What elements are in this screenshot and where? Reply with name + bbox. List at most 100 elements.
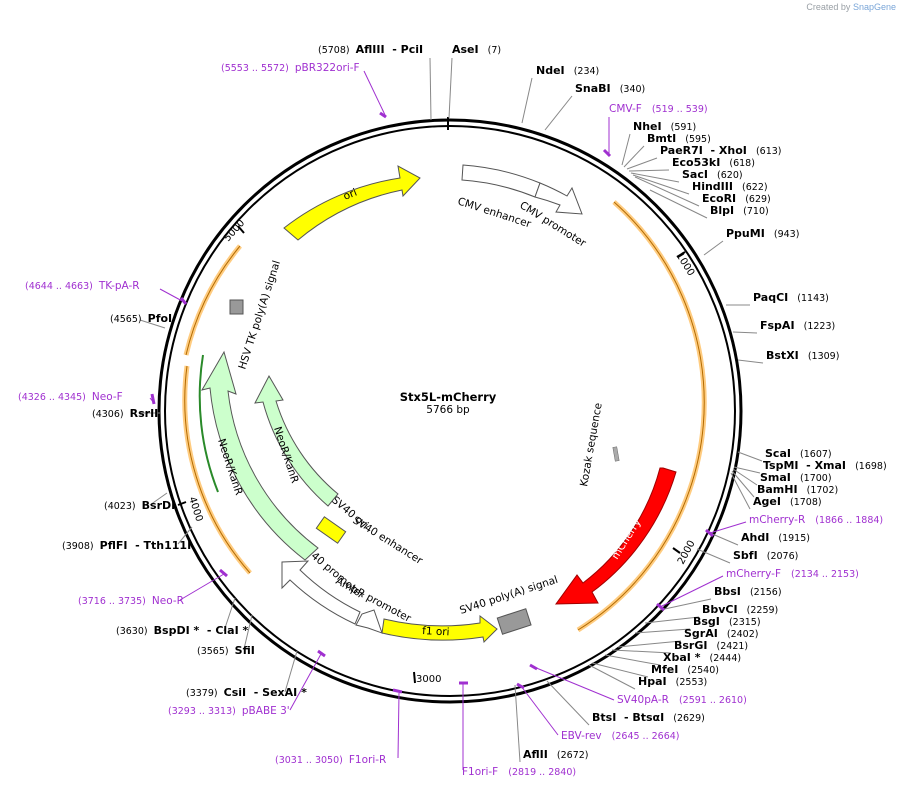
primer-line-ebv-rev [520, 685, 559, 736]
ori-arrow [283, 165, 421, 241]
site-label-ppumi[interactable]: PpuMI (943) [726, 227, 799, 240]
primer-line-neo-r [179, 573, 225, 601]
site-label-sgrai[interactable]: SgrAI (2402) [684, 627, 758, 640]
leader-line-bsgi [634, 628, 691, 634]
primer-line-f1ori-r [397, 692, 400, 759]
kozak-label: Kozak sequence [578, 402, 605, 488]
site-label-ndei[interactable]: NdeI (234) [536, 64, 599, 77]
site-label-bamhi[interactable]: BamHI (1702) [757, 483, 838, 496]
leader-line-scai [737, 451, 763, 462]
site-label-tspmi-xmai[interactable]: TspMI - XmaI (1698) [763, 459, 887, 472]
primer-mark-sv40pa-r [529, 663, 538, 671]
site-label-pfoi[interactable]: (4565) PfoI [110, 312, 172, 325]
neor-outer-arrow [200, 350, 319, 561]
site-label-bsgi[interactable]: BsgI (2315) [693, 615, 761, 628]
site-label-bsrdi[interactable]: (4023) BsrDI [104, 499, 175, 512]
leader-line-sfii [243, 614, 253, 650]
leader-line-bbvci [644, 616, 700, 624]
site-label-ahdi[interactable]: AhdI (1915) [741, 531, 810, 544]
leader-line-asei [448, 57, 453, 119]
primer-label-cmv-f[interactable]: CMV-F (519 .. 539) [609, 103, 708, 115]
tick-2000: 2000 [672, 539, 698, 566]
leader-line-hindiii [632, 174, 690, 195]
site-label-mfei[interactable]: MfeI (2540) [651, 663, 719, 676]
tick-5000: 5000 [222, 218, 247, 244]
leader-line-bspdi-clai [223, 597, 236, 632]
site-label-rsrii[interactable]: (4306) RsrII [92, 407, 158, 420]
primer-label-tk-pa-r[interactable]: (4644 .. 4663) TK-pA-R [25, 280, 140, 292]
site-label-ecori[interactable]: EcoRI (629) [702, 192, 771, 205]
leader-line-nhei [621, 133, 631, 166]
site-label-hpai[interactable]: HpaI (2553) [638, 675, 707, 688]
primer-line-tk-pa-r [159, 288, 185, 303]
site-label-bspdi-clai[interactable]: (3630) BspDI * - ClaI * [116, 624, 249, 637]
leader-line-mfei [591, 662, 649, 678]
leader-line-pflfi-tth111i [177, 526, 193, 545]
backbone-inner-ring [164, 125, 736, 697]
site-label-bsrgi[interactable]: BsrGI (2421) [674, 639, 748, 652]
leader-line-bbsi [659, 598, 712, 611]
primer-mark-cmv-f [602, 148, 612, 158]
leader-line-sbfi [696, 548, 731, 564]
site-label-aflii[interactable]: AflII (2672) [523, 748, 589, 761]
site-label-smai[interactable]: SmaI (1700) [760, 471, 832, 484]
primer-label-sv40pa-r[interactable]: SV40pA-R (2591 .. 2610) [617, 694, 747, 706]
primer-line-pbr322ori-f [363, 70, 387, 118]
site-label-saci[interactable]: SacI (620) [682, 168, 743, 181]
primer-mark-pbabe-3 [317, 649, 326, 658]
leader-line-agei [730, 472, 751, 510]
site-label-afliii-pcii[interactable]: (5708) AflIII - PciI [318, 43, 423, 56]
leader-line-bstsi-btsai [546, 680, 590, 726]
site-label-bbsi[interactable]: BbsI (2156) [714, 585, 782, 598]
site-leader-lines [139, 57, 764, 763]
primer-mark-tk-pa-r [179, 297, 188, 305]
neor-inner-arrow [254, 374, 339, 507]
site-label-bbvci[interactable]: BbvCI (2259) [702, 603, 778, 616]
site-label-bstxi[interactable]: BstXI (1309) [766, 349, 839, 362]
site-label-paqci[interactable]: PaqCI (1143) [753, 291, 829, 304]
ori-label: ori [342, 187, 359, 203]
primer-label-mcherry-r[interactable]: mCherry-R (1866 .. 1884) [749, 514, 883, 526]
site-label-hindiii[interactable]: HindIII (622) [692, 180, 768, 193]
leader-line-bstxi [737, 359, 764, 364]
primer-label-neo-r[interactable]: (3716 .. 3735) Neo-R [78, 595, 184, 607]
primer-label-f1ori-r[interactable]: (3031 .. 3050) F1ori-R [275, 754, 386, 766]
leader-line-fspai [732, 331, 758, 334]
primer-line-sv40pa-r [533, 666, 615, 701]
primer-label-ebv-rev[interactable]: EBV-rev (2645 .. 2664) [561, 730, 680, 742]
site-label-snabi[interactable]: SnaBI (340) [575, 82, 645, 95]
site-label-xbai[interactable]: XbaI * (2444) [663, 651, 741, 664]
site-label-asei[interactable]: AseI (7) [452, 43, 501, 56]
primer-label-mcherry-f[interactable]: mCherry-F (2134 .. 2153) [726, 568, 859, 580]
restriction-sites: (5708) AflIII - PciI AseI (7) NdeI (234) Sn… [62, 43, 887, 761]
f1-ori-label: f1 ori [422, 625, 450, 638]
backbone-outer-ring [157, 118, 743, 704]
site-label-bmti[interactable]: BmtI (595) [647, 132, 711, 145]
site-label-agei[interactable]: AgeI (1708) [753, 495, 822, 508]
cmv-promoter-arrow [534, 182, 583, 215]
site-label-sfii[interactable]: (3565) SfiI [197, 644, 255, 657]
leader-line-bmti [623, 145, 645, 168]
leader-line-sgrai [617, 640, 682, 648]
site-label-fspai[interactable]: FspAI (1223) [760, 319, 835, 332]
site-label-scai[interactable]: ScaI (1607) [765, 447, 832, 460]
site-label-eco53ki[interactable]: Eco53kI (618) [672, 156, 755, 169]
leader-line-bsrgi [611, 649, 672, 654]
site-label-csii-sexai[interactable]: (3379) CsiI - SexAI * [186, 686, 307, 699]
leader-line-bsrdi [149, 492, 168, 506]
primer-label-pbr322ori-f[interactable]: (5553 .. 5572) pBR322ori-F [221, 62, 360, 74]
leader-line-xbai [604, 654, 661, 666]
primer-mark-f1ori-r [392, 688, 403, 694]
cmv-enhancer-label: CMV enhancer [456, 195, 533, 230]
site-label-bstsi-btsai[interactable]: BtsI - BtsαI (2629) [592, 711, 705, 724]
site-label-sbfi[interactable]: SbfI (2076) [733, 549, 798, 562]
leader-line-eco53ki [628, 169, 670, 172]
site-label-blpi[interactable]: BlpI (710) [710, 204, 769, 217]
primer-label-neo-f[interactable]: (4326 .. 4345) Neo-F [18, 391, 123, 403]
primer-label-pbabe-3[interactable]: (3293 .. 3313) pBABE 3' [168, 705, 290, 717]
site-label-paer7i-xhoi[interactable]: PaeR7I - XhoI (613) [660, 144, 782, 157]
site-label-pflfi-tth111i[interactable]: (3908) PflFI - Tth111I [62, 539, 191, 552]
site-label-nhei[interactable]: NheI (591) [633, 120, 696, 133]
primer-mark-neo-f [150, 393, 156, 405]
primer-label-f1ori-f[interactable]: F1ori-F (2819 .. 2840) [462, 766, 576, 778]
